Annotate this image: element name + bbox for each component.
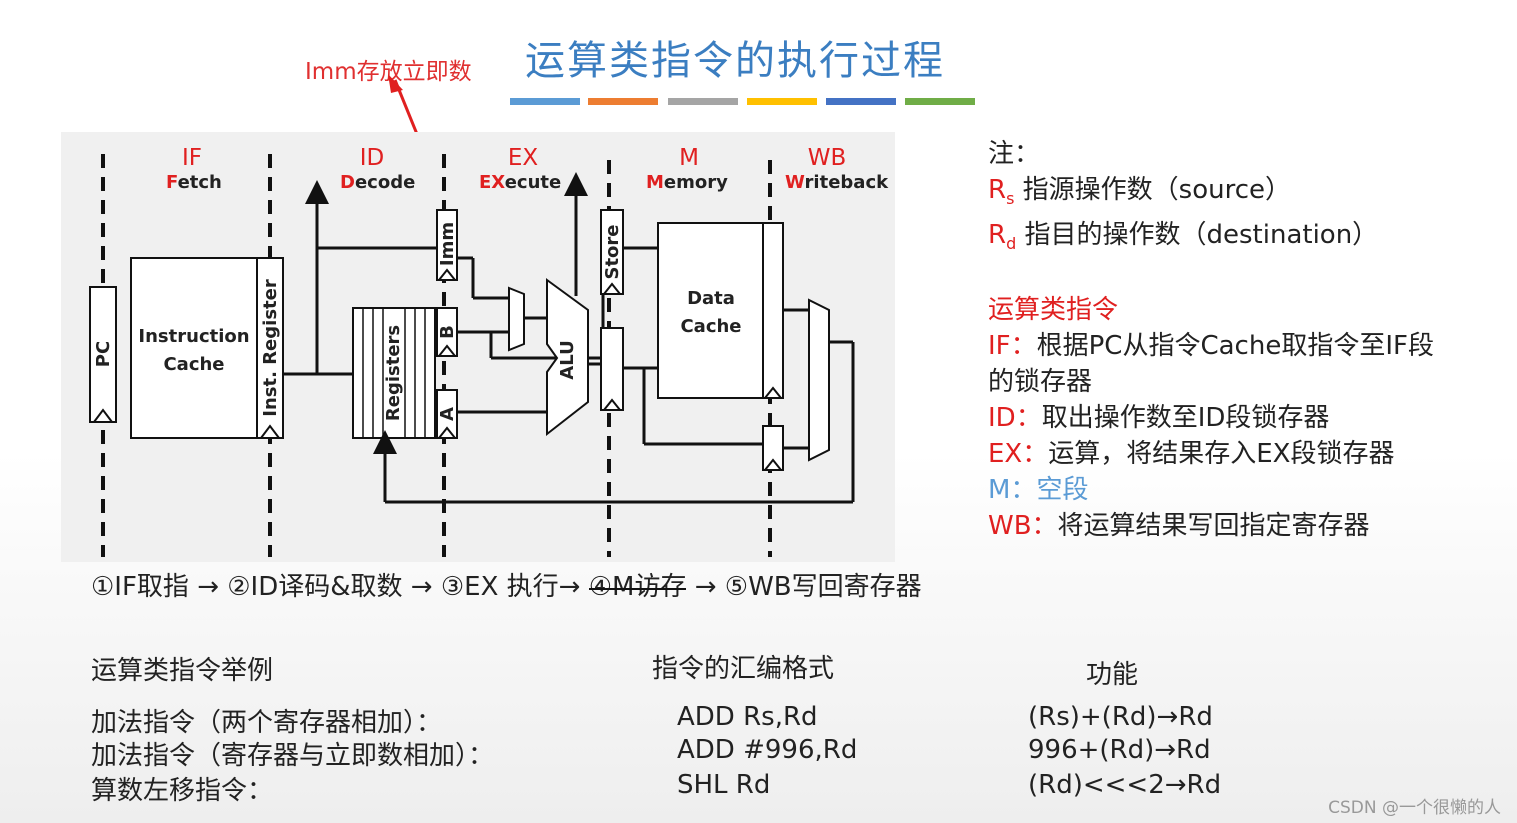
page-title: 运算类指令的执行过程	[525, 38, 945, 84]
note-m: M：空段	[988, 475, 1089, 505]
section-heading: 运算类指令	[988, 295, 1119, 325]
alu-label: ALU	[557, 340, 578, 379]
pipeline-diagram: IF Fetch ID Decode EX EXecute M Memory W…	[61, 132, 895, 562]
icache-label-2: Cache	[163, 354, 224, 375]
b-label: B	[437, 325, 458, 339]
stage-boundaries	[101, 154, 772, 557]
accent-bar	[588, 98, 658, 105]
table-row-3-asm: SHL Rd	[677, 770, 771, 800]
table-row-3-desc: 算数左移指令：	[91, 776, 274, 806]
steps-1-3: ①IF取指 → ②ID译码&取数 → ③EX 执行→	[91, 572, 589, 602]
ex-result-latch	[600, 327, 624, 411]
stage-m-label: M	[679, 145, 699, 171]
stage-descriptions: 运算类指令 IF：根据PC从指令Cache取指令至IF段 的锁存器 ID：取出操…	[988, 292, 1434, 544]
notes-heading: 注：	[988, 139, 1041, 169]
stage-id-label: ID	[360, 145, 385, 171]
store-latch	[600, 209, 624, 295]
pc-label: PC	[93, 341, 114, 367]
note-if: IF：根据PC从指令Cache取指令至IF段	[988, 331, 1434, 361]
rs-note: Rs 指源操作数（source）	[988, 175, 1292, 209]
table-row-1-func: (Rs)+(Rd)→Rd	[1028, 702, 1213, 732]
accent-bar	[510, 98, 580, 105]
store-label: Store	[602, 224, 623, 279]
table-row-2-asm: ADD #996,Rd	[677, 735, 858, 765]
stage-m-sub: Memory	[646, 172, 728, 193]
step-5: → ⑤WB写回寄存器	[686, 572, 922, 602]
mem-bypass-latch	[762, 425, 784, 471]
table-row-2-func: 996+(Rd)→Rd	[1028, 735, 1211, 765]
stage-id-sub: Decode	[340, 172, 415, 193]
icache-label-1: Instruction	[138, 326, 249, 347]
registers-label: Registers	[383, 325, 404, 421]
imm-latch	[436, 209, 458, 281]
accent-bar	[826, 98, 896, 105]
inst-register-label: Inst. Register	[260, 279, 281, 417]
pc-latch	[89, 286, 117, 423]
pipeline-steps: ①IF取指 → ②ID译码&取数 → ③EX 执行→ ④M访存 → ⑤WB写回寄…	[91, 566, 922, 603]
table-header-format: 指令的汇编格式	[652, 654, 835, 684]
table-row-1-asm: ADD Rs,Rd	[677, 702, 818, 732]
pipeline-diagram-svg: IF Fetch ID Decode EX EXecute M Memory W…	[89, 145, 889, 557]
rd-note: Rd 指目的操作数（destination）	[988, 220, 1379, 254]
table-header-examples: 运算类指令举例	[91, 656, 274, 686]
table-row-2-desc: 加法指令（寄存器与立即数相加）：	[91, 741, 495, 771]
table-row-1-desc: 加法指令（两个寄存器相加）：	[91, 708, 443, 738]
inst-register	[256, 257, 284, 439]
alu	[546, 278, 589, 437]
note-if-cont: 的锁存器	[988, 367, 1093, 397]
stage-ex-label: EX	[508, 145, 539, 171]
mem-latch	[762, 222, 784, 399]
stage-wb-sub: Writeback	[785, 172, 889, 193]
stage-ex-sub: EXecute	[479, 172, 561, 193]
table-header-function: 功能	[1086, 660, 1139, 690]
dcache-label-1: Data	[687, 288, 735, 309]
instruction-cache	[130, 257, 259, 439]
watermark: CSDN @一个很懒的人	[1328, 798, 1501, 818]
a-label: A	[437, 407, 458, 421]
note-ex: EX：运算，将结果存入EX段锁存器	[988, 439, 1395, 469]
note-id: ID：取出操作数至ID段锁存器	[988, 403, 1330, 433]
data-cache	[657, 222, 764, 399]
stage-wb-label: WB	[808, 145, 847, 171]
imm-label: Imm	[437, 222, 458, 266]
stage-if-sub: Fetch	[166, 172, 222, 193]
accent-bar	[747, 98, 817, 105]
accent-bar	[905, 98, 975, 105]
dcache-label-2: Cache	[680, 316, 741, 337]
notes-panel: 注： Rs 指源操作数（source） Rd 指目的操作数（destinatio…	[988, 136, 1378, 262]
writeback-mux	[808, 298, 830, 462]
note-wb: WB：将运算结果写回指定寄存器	[988, 511, 1370, 541]
stage-if-label: IF	[182, 145, 202, 171]
step-4-struck: ④M访存	[588, 572, 687, 602]
a-latch	[436, 389, 458, 439]
operand-mux	[508, 286, 525, 352]
table-row-3-func: (Rd)<<<2→Rd	[1028, 770, 1222, 800]
accent-bar	[668, 98, 738, 105]
imm-annotation: Imm存放立即数	[305, 59, 472, 85]
